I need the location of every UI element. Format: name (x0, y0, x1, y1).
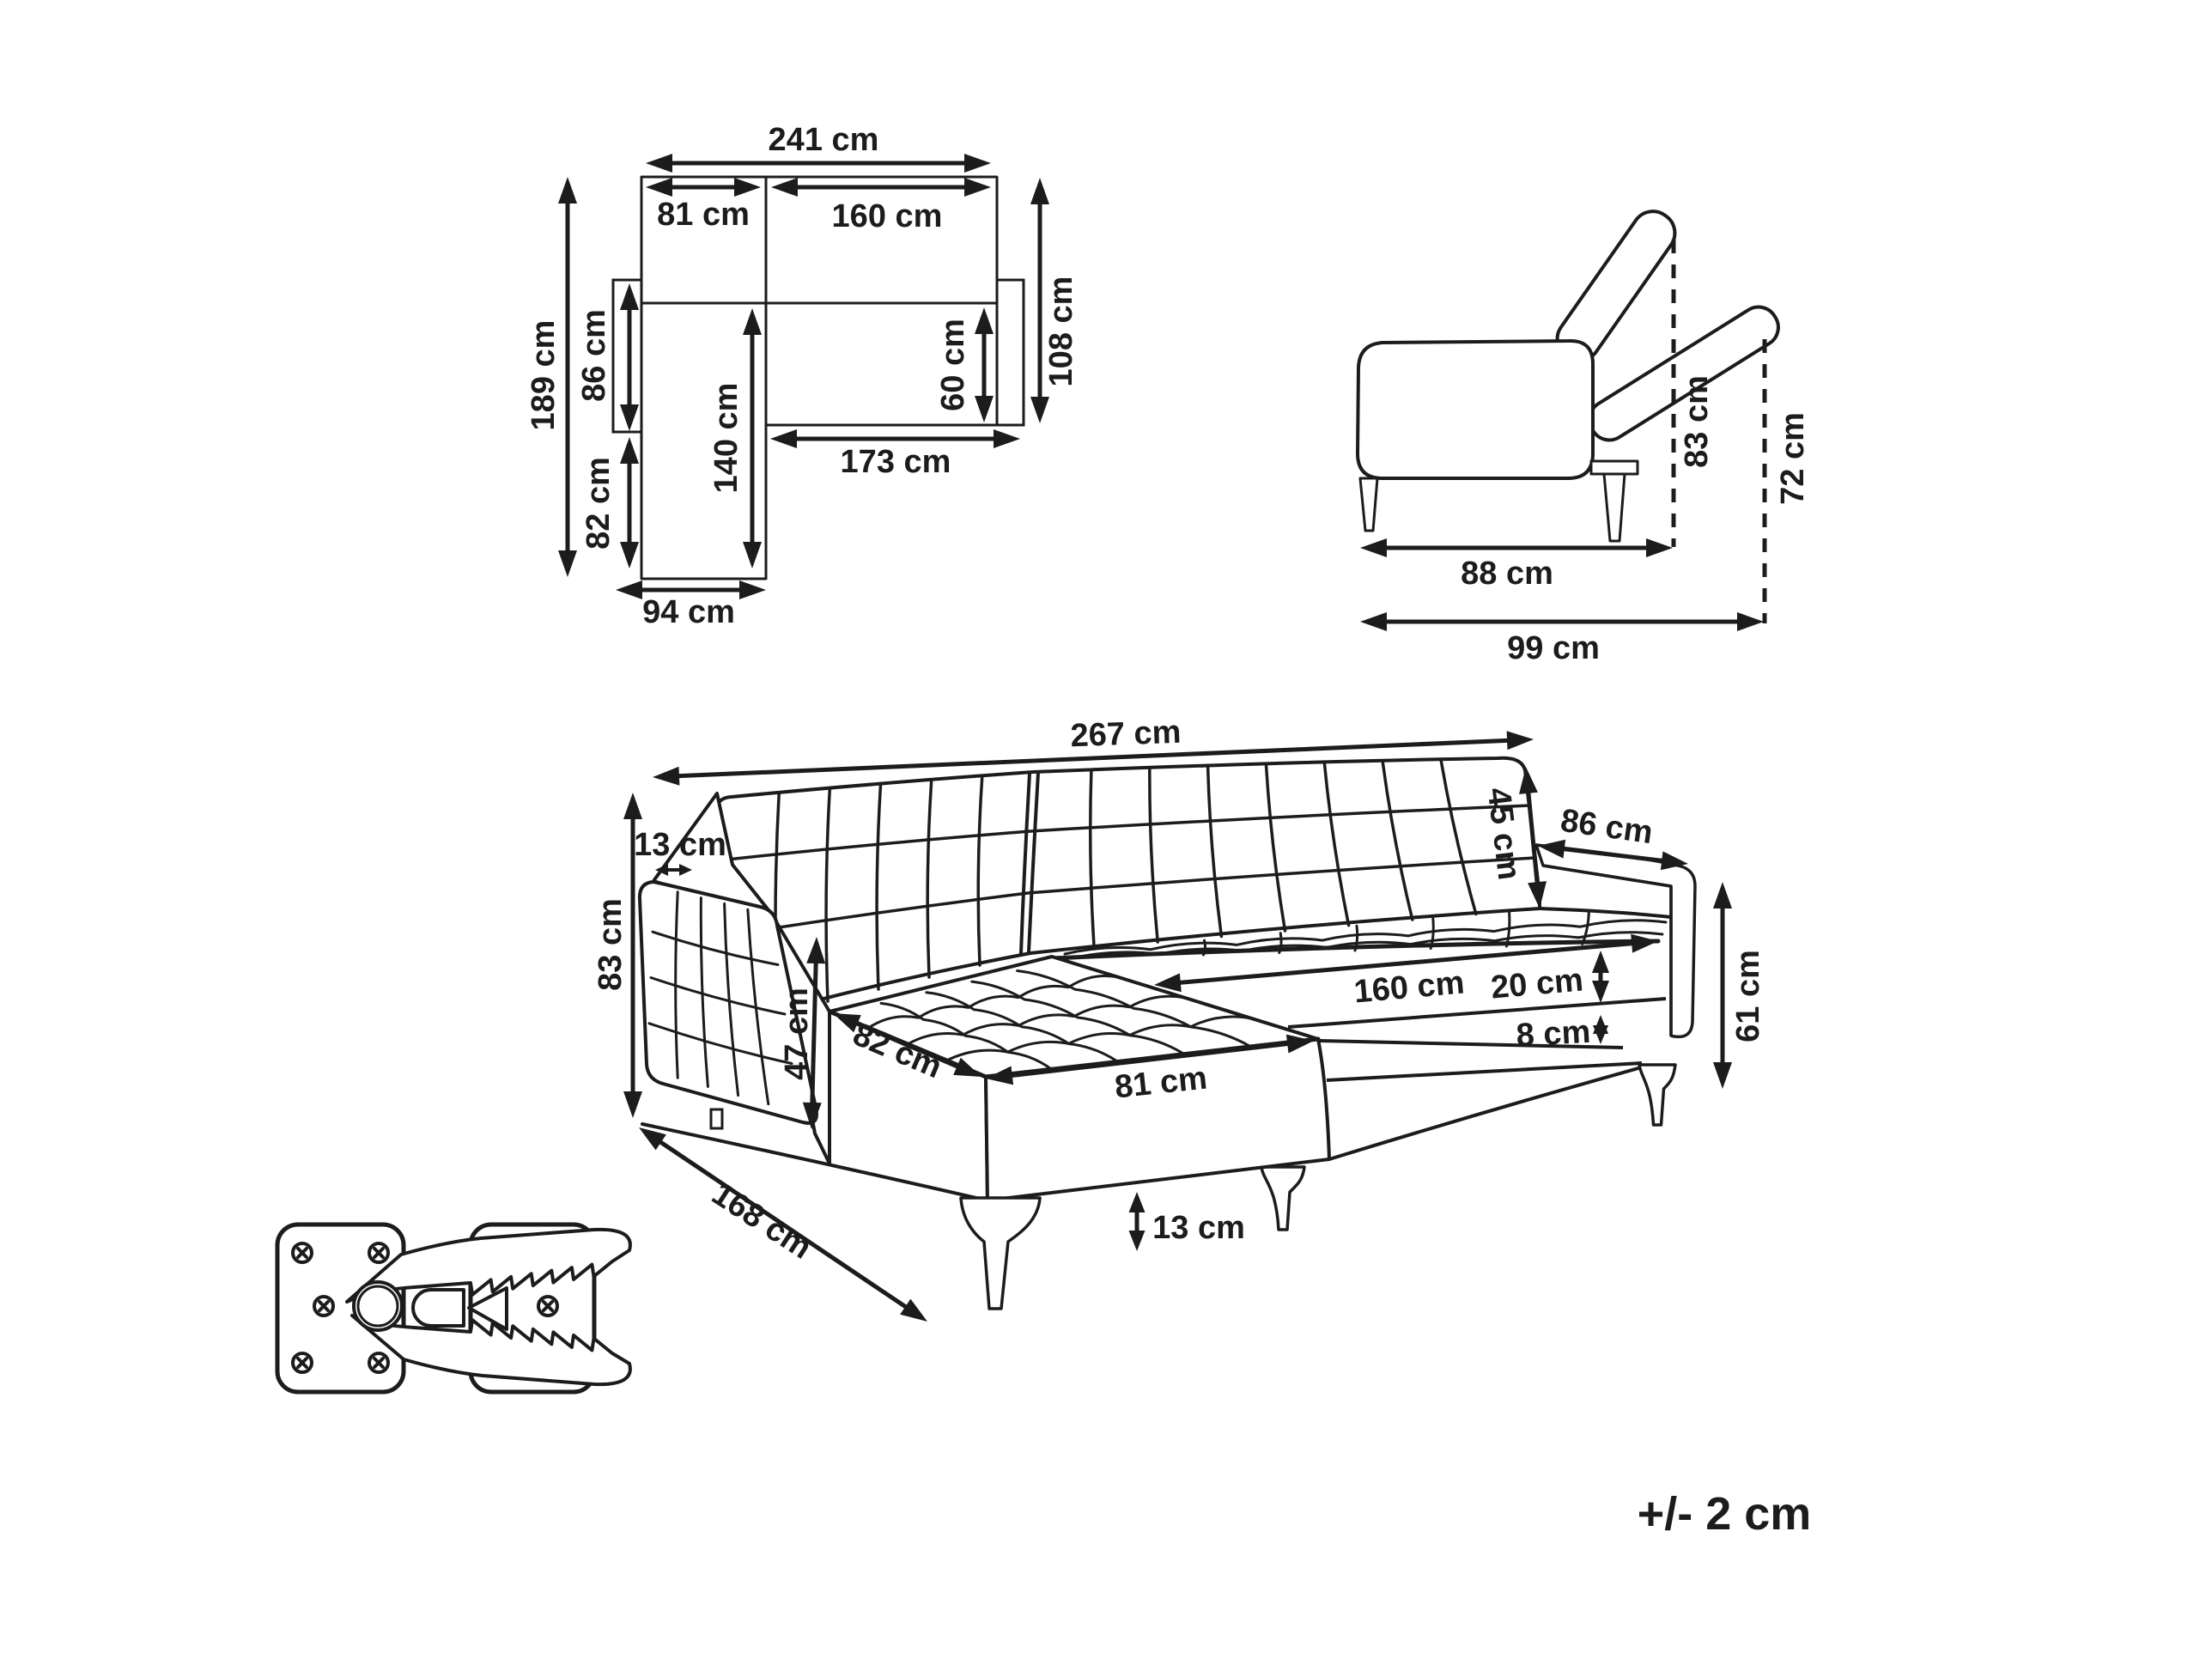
svg-text:173 cm: 173 cm (841, 444, 951, 480)
svg-text:20 cm: 20 cm (1489, 962, 1584, 1006)
svg-text:47 cm: 47 cm (779, 988, 815, 1080)
svg-text:13 cm: 13 cm (1152, 1210, 1245, 1246)
svg-text:13 cm: 13 cm (634, 827, 726, 863)
svg-text:61 cm: 61 cm (1730, 950, 1766, 1042)
svg-text:83 cm: 83 cm (1679, 375, 1715, 468)
svg-text:+/- 2 cm: +/- 2 cm (1638, 1488, 1812, 1540)
svg-text:8 cm: 8 cm (1516, 1014, 1592, 1054)
svg-text:267 cm: 267 cm (1070, 714, 1182, 754)
svg-text:94 cm: 94 cm (642, 594, 735, 630)
svg-text:99 cm: 99 cm (1507, 630, 1600, 666)
svg-text:160 cm: 160 cm (832, 198, 943, 234)
svg-text:81 cm: 81 cm (657, 197, 750, 233)
svg-text:72 cm: 72 cm (1775, 412, 1811, 505)
svg-text:189 cm: 189 cm (526, 320, 562, 431)
svg-text:140 cm: 140 cm (708, 383, 744, 494)
svg-text:88 cm: 88 cm (1461, 556, 1553, 592)
svg-text:86 cm: 86 cm (576, 309, 612, 402)
svg-text:83 cm: 83 cm (592, 898, 629, 991)
svg-text:241 cm: 241 cm (769, 122, 879, 158)
svg-text:82 cm: 82 cm (580, 457, 617, 550)
svg-text:108 cm: 108 cm (1043, 276, 1079, 387)
svg-text:60 cm: 60 cm (935, 319, 971, 411)
